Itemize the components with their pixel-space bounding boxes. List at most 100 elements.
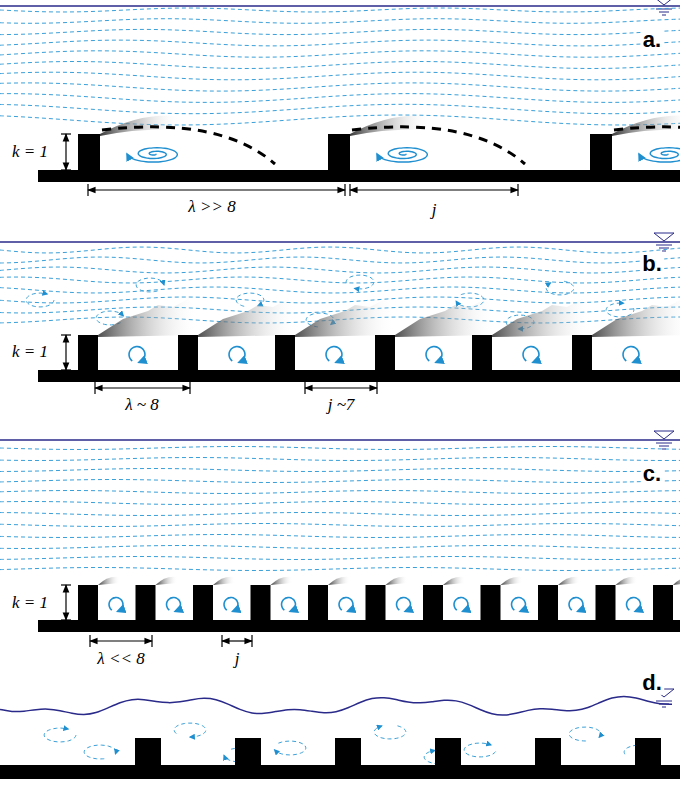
streamline [0, 94, 680, 103]
roughness-element [653, 585, 673, 621]
cavity-vortex [109, 598, 123, 612]
water-surface [0, 5, 680, 7]
roughness-element [635, 738, 661, 766]
roughness-element [596, 585, 616, 621]
eddy [26, 293, 54, 307]
cavity-vortex [426, 347, 442, 363]
shear-layer [386, 577, 408, 585]
roughness-element [335, 738, 361, 766]
dimension-line [95, 387, 190, 388]
dimension-label: λ ~ 8 [123, 396, 161, 415]
eddy [136, 278, 164, 292]
shear-layer [198, 299, 298, 337]
roughness-element [366, 585, 386, 621]
shear-layer [673, 577, 680, 585]
roughness-element [136, 585, 156, 621]
cavity-vortex [127, 148, 177, 162]
panel-letter: b. [640, 252, 664, 276]
dimension-tick [61, 619, 71, 620]
streamline [0, 480, 680, 483]
channel-bed [38, 620, 680, 632]
water-surface [0, 241, 680, 243]
dimension-label: λ >> 8 [186, 198, 237, 217]
dimension-line [305, 387, 377, 388]
roughness-element [423, 585, 443, 621]
dimension-tick [61, 133, 71, 134]
eddy [236, 293, 264, 306]
dimension-line [88, 189, 345, 190]
dimension-tick [189, 382, 190, 394]
dimension-label: k = 1 [10, 343, 50, 362]
dimension-label: j [430, 201, 439, 220]
dimension-tick [517, 184, 518, 196]
panel-letter: c. [641, 462, 663, 486]
shear-layer [443, 577, 465, 585]
streamline [0, 104, 680, 113]
roughness-element [375, 335, 395, 371]
dimension-label: j ~7 [326, 396, 357, 415]
roughness-element [572, 335, 592, 371]
dimension-tick [89, 635, 90, 647]
roughness-element [535, 738, 561, 766]
cavity-vortex [627, 598, 641, 612]
dimension-line [90, 640, 152, 641]
cavity-vortex [639, 148, 680, 162]
roughness-element [481, 585, 501, 621]
cavity-vortex [569, 598, 583, 612]
shear-layer [271, 577, 293, 585]
dimension-tick [87, 184, 88, 196]
roughness-element [78, 335, 98, 371]
cavity-vortex [167, 598, 181, 612]
reattachment-line [614, 127, 680, 164]
dimension-tick [61, 369, 71, 370]
dimension-line [65, 134, 66, 170]
roughness-element [78, 134, 100, 171]
eddy [84, 745, 116, 759]
water-surface-symbol [654, 0, 674, 15]
streamline [0, 267, 680, 273]
cavity-vortex [224, 598, 238, 612]
roughness-element [251, 585, 271, 621]
dimension-tick [151, 635, 152, 647]
water-surface-symbol [654, 233, 674, 251]
dimension-tick [251, 635, 252, 647]
shear-layer [328, 577, 350, 585]
cavity-vortex [377, 148, 427, 162]
streamline [0, 458, 680, 461]
shear-layer [213, 577, 235, 585]
roughness-element [193, 585, 213, 621]
dimension-tick [61, 169, 71, 170]
streamline [0, 568, 680, 571]
channel-bed [0, 765, 680, 779]
streamline [0, 51, 680, 57]
reattachment-line [352, 127, 525, 164]
dimension-tick [61, 334, 71, 335]
streamline [0, 277, 680, 283]
eddy [346, 275, 374, 289]
streamline [0, 72, 680, 80]
streamline [0, 29, 680, 34]
dimension-tick [349, 184, 350, 196]
dimension-tick [344, 184, 345, 196]
dimension-label: λ << 8 [95, 650, 146, 669]
dimension-line [65, 585, 66, 620]
shear-layer [295, 299, 395, 337]
roughness-element [235, 738, 261, 766]
roughness-element [472, 335, 492, 371]
cavity-vortex [397, 598, 411, 612]
streamline [0, 513, 680, 516]
water-surface-symbol [654, 431, 674, 449]
shear-layer [492, 299, 592, 337]
streamline [0, 491, 680, 494]
streamline [0, 247, 680, 253]
streamline [0, 535, 680, 538]
streamline [0, 502, 680, 505]
dimension-label: j [233, 650, 242, 669]
water-surface [0, 439, 680, 441]
dimension-label: k = 1 [10, 143, 50, 162]
eddy [174, 723, 206, 737]
dimension-tick [304, 382, 305, 394]
dimension-tick [61, 584, 71, 585]
shear-layer [592, 299, 680, 337]
